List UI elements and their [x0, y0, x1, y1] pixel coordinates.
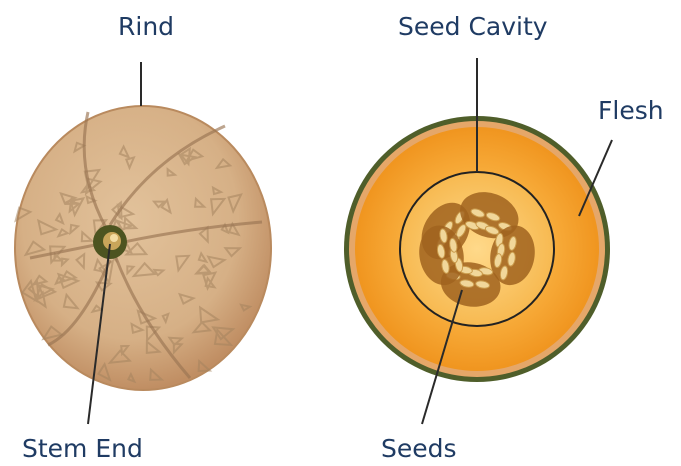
label-seeds: Seeds — [381, 436, 457, 461]
label-stem-end: Stem End — [22, 436, 143, 461]
label-rind: Rind — [118, 14, 174, 39]
whole-melon — [15, 106, 271, 390]
label-flesh: Flesh — [598, 98, 664, 123]
label-seed-cavity: Seed Cavity — [398, 14, 548, 39]
stem-end — [93, 225, 127, 259]
